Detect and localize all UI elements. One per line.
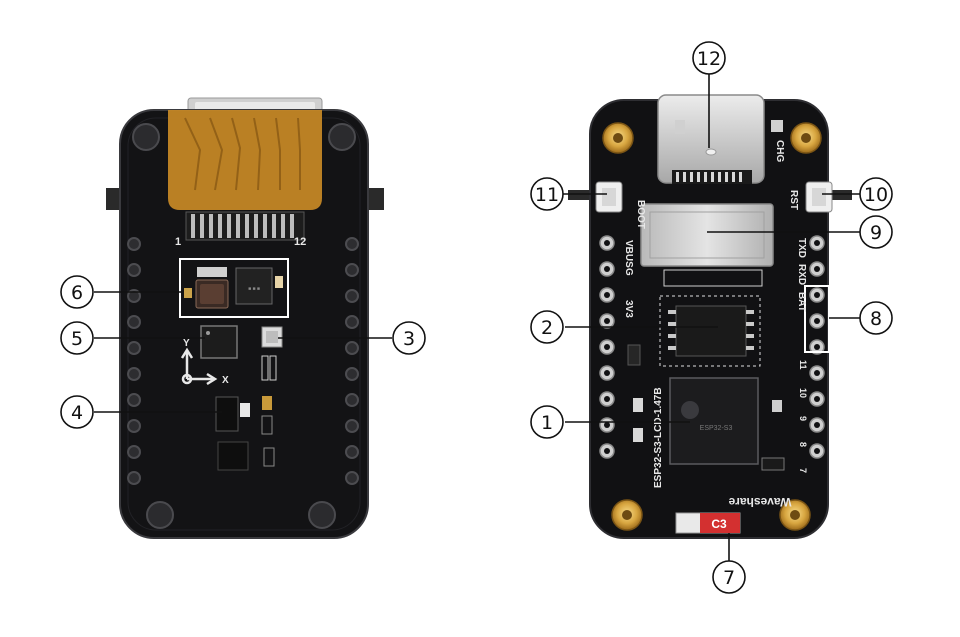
silk-bat: BAT <box>796 292 807 312</box>
tf-card-slot <box>640 203 774 267</box>
axis-label-y: Y <box>183 338 190 349</box>
pressure-sensor-group: ■ ■ ■ <box>184 267 283 309</box>
svg-text:12: 12 <box>697 48 721 70</box>
silk-pin-11: 11 <box>798 360 808 370</box>
highlight-box-8 <box>804 285 830 353</box>
silk-vbus: VBUS <box>623 240 634 268</box>
silk-boot: BOOT <box>635 200 646 229</box>
boot-button <box>595 181 623 213</box>
svg-text:9: 9 <box>870 222 882 244</box>
passives <box>627 120 785 471</box>
bottom-connector <box>675 512 741 534</box>
svg-text:1: 1 <box>541 412 553 434</box>
callout-8: 8 <box>859 301 893 335</box>
front-mount-holes <box>602 122 822 531</box>
module-label: C3 <box>711 517 727 531</box>
back-board: 1 12 ■ ■ ■ <box>106 97 384 539</box>
rst-button <box>805 181 833 213</box>
silk-g: G <box>623 268 634 276</box>
callout-7: 7 <box>712 560 746 594</box>
silk-3v3: 3V3 <box>623 300 634 318</box>
svg-text:2: 2 <box>541 317 553 339</box>
usb-c-connector <box>657 94 765 184</box>
imu-chip <box>200 325 238 359</box>
pin-label-last: 12 <box>294 236 306 248</box>
callout-3: 3 <box>392 321 426 355</box>
svg-text:11: 11 <box>535 184 559 206</box>
svg-text:4: 4 <box>71 402 83 424</box>
flex-connector <box>185 211 305 241</box>
side-button-right <box>366 188 384 210</box>
callout-9: 9 <box>859 215 893 249</box>
back-pin-holes-right <box>345 237 359 485</box>
svg-text:8: 8 <box>870 308 882 330</box>
callout-4: 4 <box>60 395 94 429</box>
boot-button-housing <box>568 190 598 200</box>
silk-chg: CHG <box>774 140 785 162</box>
silk-rst: RST <box>788 190 799 210</box>
callout-12: 12 <box>692 41 726 75</box>
small-pad-row <box>663 269 763 287</box>
silk-pin-9: 9 <box>798 416 808 421</box>
rst-button-housing <box>830 190 852 200</box>
callout-11: 11 <box>530 177 564 211</box>
back-pin-holes-left <box>127 237 141 485</box>
front-board: ESP32-S3 BOOT RST CHG VBUS G 3V3 TXD RXD… <box>568 94 852 539</box>
svg-text:6: 6 <box>71 282 83 304</box>
silk-txd: TXD <box>796 238 807 258</box>
silk-brand: Waveshare <box>728 495 791 509</box>
back-mount-holes <box>132 123 356 529</box>
silk-pin-7: 7 <box>798 468 808 473</box>
pin-label-first: 1 <box>175 236 181 248</box>
svg-text:ESP32-S3: ESP32-S3 <box>700 425 733 432</box>
callout-6: 6 <box>60 275 94 309</box>
highlight-box-6 <box>179 258 289 318</box>
silk-pin-10: 10 <box>798 388 808 398</box>
esp32-s3-chip: ESP32-S3 <box>669 377 759 465</box>
svg-text:7: 7 <box>723 567 735 589</box>
flex-cable <box>168 110 322 210</box>
svg-text:10: 10 <box>864 184 888 206</box>
callout-2: 2 <box>530 310 564 344</box>
svg-text:■ ■ ■: ■ ■ ■ <box>248 286 260 292</box>
svg-text:3: 3 <box>403 328 415 350</box>
axis-marker <box>180 347 218 386</box>
component-4 <box>215 396 275 471</box>
callout-10: 10 <box>859 177 893 211</box>
axis-label-x: X <box>222 375 229 386</box>
callout-1: 1 <box>530 405 564 439</box>
svg-text:5: 5 <box>71 328 83 350</box>
silk-pin-8: 8 <box>798 442 808 447</box>
small-component-3 <box>261 326 283 381</box>
silk-model: ESP32-S3-LCD-1.47B <box>653 387 664 488</box>
silk-rxd: RXD <box>796 264 807 285</box>
callout-5: 5 <box>60 321 94 355</box>
flash-chip <box>659 295 761 367</box>
leader-lines <box>94 74 860 562</box>
